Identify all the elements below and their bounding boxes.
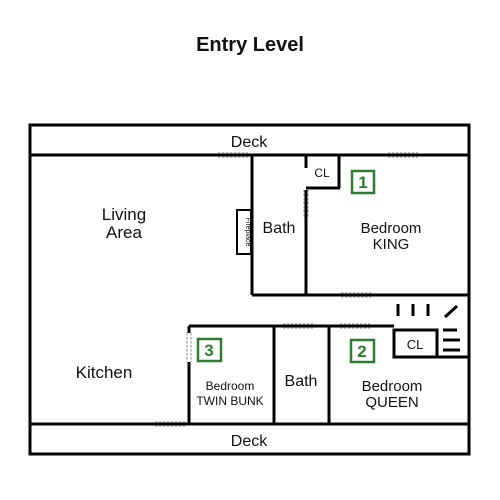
bedroom-king-label-line1: Bedroom: [361, 220, 422, 237]
closet-lower: [392, 328, 439, 359]
closet-upper-label: CL: [314, 166, 330, 180]
badge-twin: 3: [196, 337, 223, 363]
page-title: Entry Level: [196, 34, 304, 56]
badge-twin-number: 3: [204, 341, 213, 360]
badge-king: 1: [350, 169, 376, 195]
bedroom-queen-label-line2: QUEEN: [365, 394, 418, 411]
bedroom-queen-label-line1: Bedroom: [362, 378, 423, 395]
living-area-label-line1: Living: [102, 205, 146, 224]
living-area-label-line2: Area: [106, 223, 142, 242]
badge-queen-number: 2: [357, 342, 366, 361]
door-openings: [155, 152, 418, 427]
bedroom-twin-label-line1: Bedroom: [206, 379, 255, 393]
fireplace: [236, 209, 252, 255]
deck-top-label: Deck: [231, 134, 268, 151]
bedroom-king-label-line2: KING: [373, 236, 410, 253]
bedroom-twin-label-line2: TWIN BUNK: [196, 394, 263, 408]
deck-bottom-label: Deck: [231, 433, 268, 450]
kitchen-label: Kitchen: [76, 363, 133, 382]
outer-wall: [28, 123, 471, 456]
badge-queen: 2: [349, 338, 376, 364]
fireplace-label: Fireplace: [244, 218, 251, 247]
stair-step-4: [443, 304, 459, 319]
badge-king-number: 1: [358, 173, 367, 192]
bath-lower-label: Bath: [285, 373, 318, 390]
bath-upper-label: Bath: [263, 220, 296, 237]
closet-lower-label: CL: [407, 337, 424, 352]
